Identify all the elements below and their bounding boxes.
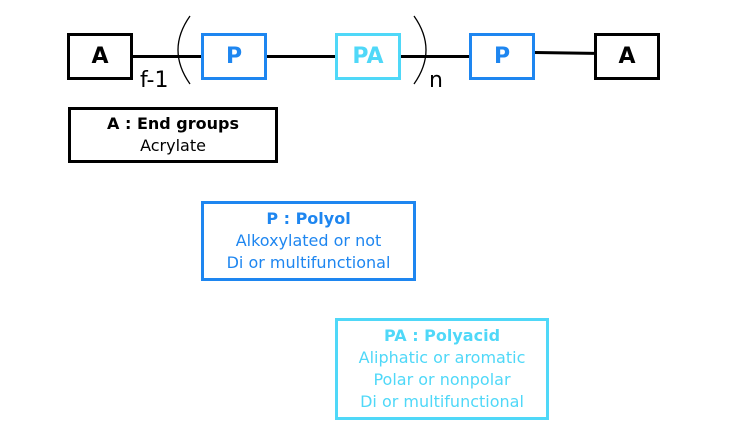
legend-line: Alkoxylated or not [235, 231, 382, 250]
bond-pa-p [400, 55, 469, 58]
legend-line: Acrylate [140, 136, 206, 155]
node-label: P [493, 44, 511, 69]
chain-node-polyol-right: P [469, 33, 535, 80]
legend-end-groups: A : End groups Acrylate [68, 107, 278, 163]
node-label: P [225, 44, 243, 69]
legend-polyacid: PA : Polyacid Aliphatic or aromatic Pola… [335, 318, 549, 420]
legend-line: Aliphatic or aromatic [358, 348, 526, 367]
legend-title: A : End groups [107, 114, 239, 133]
chain-node-polyol-left: P [201, 33, 267, 80]
subscript-f-minus-1: f-1 [140, 68, 169, 93]
repeat-open-paren [177, 15, 191, 85]
node-label: PA [352, 44, 384, 69]
legend-line: Di or multifunctional [226, 253, 391, 272]
chain-node-polyacid: PA [335, 33, 401, 80]
repeat-close-paren [413, 15, 427, 85]
chain-node-end-group-right: A [594, 33, 660, 80]
bond-p-a-right [534, 51, 595, 55]
bond-p-pa [266, 55, 335, 58]
node-label: A [91, 44, 109, 69]
legend-title: PA : Polyacid [383, 326, 501, 345]
chain-node-end-group-left: A [67, 33, 133, 80]
legend-line: Di or multifunctional [360, 392, 524, 411]
legend-line: Polar or nonpolar [373, 370, 511, 389]
subscript-n: n [429, 68, 443, 93]
legend-polyol: P : Polyol Alkoxylated or not Di or mult… [201, 201, 416, 281]
bond-a-p-left [133, 55, 201, 58]
node-label: A [618, 44, 636, 69]
legend-title: P : Polyol [266, 209, 351, 228]
